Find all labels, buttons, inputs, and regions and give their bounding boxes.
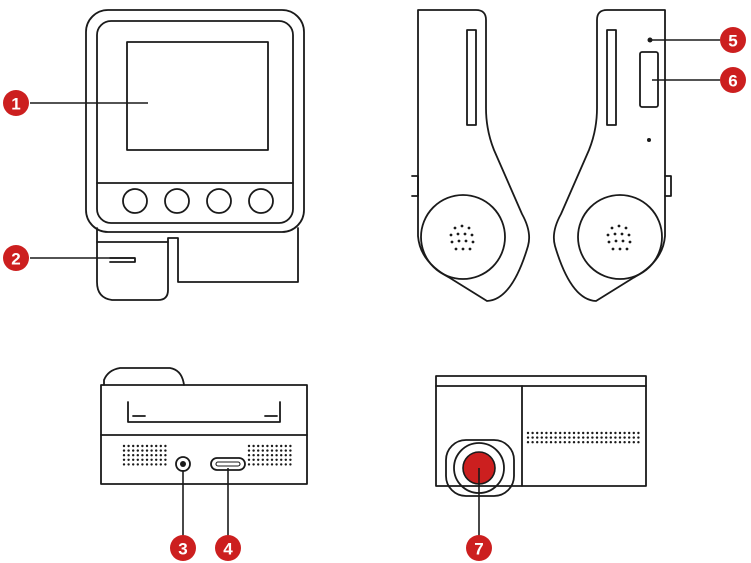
callout-7: 7	[466, 535, 492, 561]
rear-view	[436, 376, 646, 496]
right-side-clip	[607, 30, 616, 125]
right-side-pinhole-bottom	[647, 138, 651, 142]
bottom-upper-body	[101, 385, 307, 435]
front-body	[86, 10, 304, 232]
callout-label-1: 1	[11, 95, 20, 114]
callout-3: 3	[170, 535, 196, 561]
rear-grille	[527, 432, 640, 444]
callout-6: 6	[720, 67, 746, 93]
front-button-3	[207, 189, 231, 213]
front-button-2	[165, 189, 189, 213]
right-speaker-grille	[607, 225, 632, 251]
callout-label-6: 6	[728, 72, 737, 91]
callout-5: 5	[720, 27, 746, 53]
front-button-4	[249, 189, 273, 213]
front-mount-base	[97, 228, 298, 300]
left-side-bump	[412, 176, 418, 196]
bottom-grille-right	[248, 445, 292, 466]
callout-label-5: 5	[728, 32, 737, 51]
left-side-disc	[421, 195, 505, 279]
right-side-body	[554, 10, 665, 301]
front-view	[86, 10, 304, 300]
bottom-grille-left	[123, 445, 167, 466]
callout-label-7: 7	[474, 540, 483, 559]
front-button-1	[123, 189, 147, 213]
left-side-clip	[467, 30, 476, 125]
bottom-view	[101, 368, 307, 484]
callout-2: 2	[3, 245, 29, 271]
left-side-body	[418, 10, 529, 301]
callout-1: 1	[3, 90, 29, 116]
callout-label-4: 4	[223, 540, 233, 559]
usb-c-port-inner	[216, 462, 240, 466]
audio-port-center	[180, 461, 186, 467]
side-view-left	[412, 10, 529, 301]
right-side-bump	[665, 176, 671, 196]
bottom-mount-top	[104, 368, 184, 385]
callout-4: 4	[215, 535, 241, 561]
front-screen	[127, 42, 268, 150]
right-side-pinhole-top	[648, 38, 653, 43]
side-view-right	[554, 10, 671, 301]
callout-label-2: 2	[11, 250, 20, 269]
left-speaker-grille	[450, 225, 475, 251]
bottom-rail	[128, 402, 280, 422]
right-side-disc	[578, 195, 662, 279]
callout-label-3: 3	[178, 540, 187, 559]
